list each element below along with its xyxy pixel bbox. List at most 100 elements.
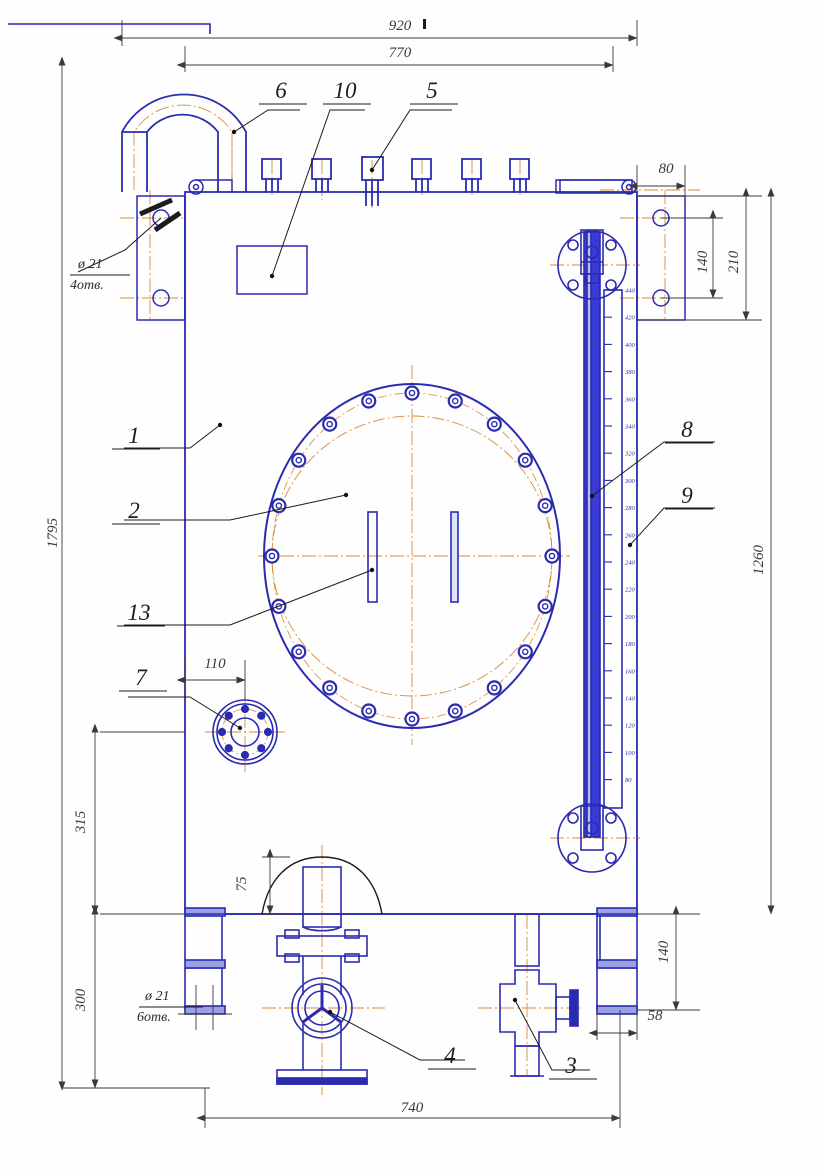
side-flange-bolts (217, 704, 273, 760)
side-flange-bolt (217, 727, 227, 737)
item-9: 9 (681, 483, 693, 508)
gauge-tick-label: 140 (625, 696, 636, 703)
manhole-bolt (486, 416, 502, 432)
dimension-overall-width: 920 (389, 18, 412, 34)
manhole-bolt (361, 703, 377, 719)
gauge-tick-label: 300 (624, 478, 636, 485)
dimension-base-width: 740 (401, 1100, 424, 1116)
left-mounting-bracket (136, 195, 186, 321)
level-gauge-column (583, 231, 623, 838)
manhole-bolt (447, 703, 463, 719)
gauge-tick-label: 280 (625, 505, 636, 512)
gauge-tick-label: 400 (625, 342, 636, 349)
top-hole-note-diameter: ø 21 (77, 257, 103, 272)
outlet-valve (499, 913, 579, 1077)
item-6: 6 (275, 78, 287, 103)
bottom-hole-note-diameter: ø 21 (144, 989, 170, 1004)
item-1: 1 (128, 423, 140, 448)
top-studs (261, 156, 530, 206)
manhole-handles (367, 511, 459, 603)
dimension-flange-offset: 110 (204, 656, 226, 672)
gauge-tick-label: 340 (624, 424, 636, 431)
dimension-sump-height: 75 (234, 876, 250, 892)
item-4: 4 (444, 1043, 456, 1068)
manhole-bolt (517, 644, 533, 660)
bottom-hole-note-count: 6отв. (137, 1010, 171, 1025)
side-flange-bolt (240, 704, 250, 714)
item-3: 3 (564, 1053, 577, 1078)
gauge-tick-label: 180 (625, 641, 636, 648)
gauge-tick-label: 160 (625, 668, 636, 675)
manhole-bolt (264, 548, 280, 564)
manhole-bolt (404, 385, 420, 401)
manhole-bolt (291, 452, 307, 468)
item-7: 7 (135, 665, 148, 690)
leader-lines (77, 109, 715, 1071)
drain-valve-assembly (276, 929, 368, 1085)
gauge-tick-label: 440 (625, 288, 636, 295)
gauge-bottom-flange (557, 803, 627, 873)
gauge-tick-label: 420 (625, 315, 636, 322)
gauge-tick-label: 100 (625, 750, 636, 757)
manhole-bolt (361, 393, 377, 409)
item-13: 13 (128, 600, 151, 625)
manhole-bolt (322, 416, 338, 432)
side-flange-bolt (224, 711, 233, 720)
manhole-bolt (404, 711, 420, 727)
item-8: 8 (681, 417, 693, 442)
right-mounting-bracket (636, 195, 686, 321)
item-5: 5 (426, 78, 438, 103)
manhole-bolt (537, 598, 553, 614)
gauge-top-flange (557, 229, 627, 300)
gauge-tick-label: 220 (625, 587, 636, 594)
item-2: 2 (128, 498, 140, 523)
inlet-pipe-centerline (133, 104, 233, 190)
manhole-bolt (517, 452, 533, 468)
gauge-tick-label: 120 (625, 723, 636, 730)
side-flange-bolt (257, 711, 266, 720)
manhole-bolt (537, 498, 553, 514)
manhole-bolts (264, 385, 560, 727)
top-hole-note-count: 4отв. (70, 278, 104, 293)
gauge-tick-label: 380 (624, 369, 636, 376)
dimension-flange-centre-height: 315 (73, 810, 89, 834)
side-flange-bolt (224, 744, 233, 753)
inlet-gooseneck-pipe (121, 93, 247, 192)
dimension-bracket-height: 210 (726, 250, 742, 273)
dimension-inner-width: 770 (389, 45, 412, 61)
gauge-tick-label: 260 (625, 532, 636, 539)
gauge-tick-label: 240 (625, 560, 636, 567)
dimension-right-offset: 80 (659, 161, 675, 177)
dimension-bracket-hole-spacing: 140 (695, 250, 711, 273)
note-underlines (70, 274, 203, 1008)
gauge-tick-label: 80 (625, 777, 632, 784)
level-gauge-ticks (604, 289, 612, 781)
nameplate (236, 245, 308, 295)
gauge-tick-label: 360 (624, 396, 636, 403)
item-10: 10 (334, 78, 358, 103)
side-flange-bolt (257, 744, 266, 753)
dimension-overall-height: 1795 (45, 518, 61, 549)
manhole-bolt (447, 393, 463, 409)
dimension-foot-width: 58 (648, 1008, 664, 1024)
right-bracket-holes (652, 209, 670, 307)
note-text-group: ø 21 4отв. ø 21 6отв. (70, 257, 171, 1025)
manhole-bolt (322, 680, 338, 696)
tank-body-outline (184, 191, 638, 915)
side-flange-bolt (263, 727, 273, 737)
manhole-bolt (291, 644, 307, 660)
dimension-foot-height: 140 (656, 940, 672, 963)
gauge-tick-label: 320 (624, 451, 636, 458)
gauge-tick-label: 200 (625, 614, 636, 621)
sheet-border-mark (8, 23, 211, 34)
item-label-group: 6 10 5 1 2 13 8 9 7 4 3 (112, 78, 713, 1080)
manhole-bolt (544, 548, 560, 564)
dimension-lines (58, 20, 775, 1128)
tick-mark (423, 19, 426, 29)
dimension-leg-height: 300 (73, 988, 89, 1012)
level-gauge-tick-labels: 440 420 400 380 360 340 320 300 280 260 240 220 200 1… (624, 288, 636, 785)
side-flange-bolt (240, 750, 250, 760)
